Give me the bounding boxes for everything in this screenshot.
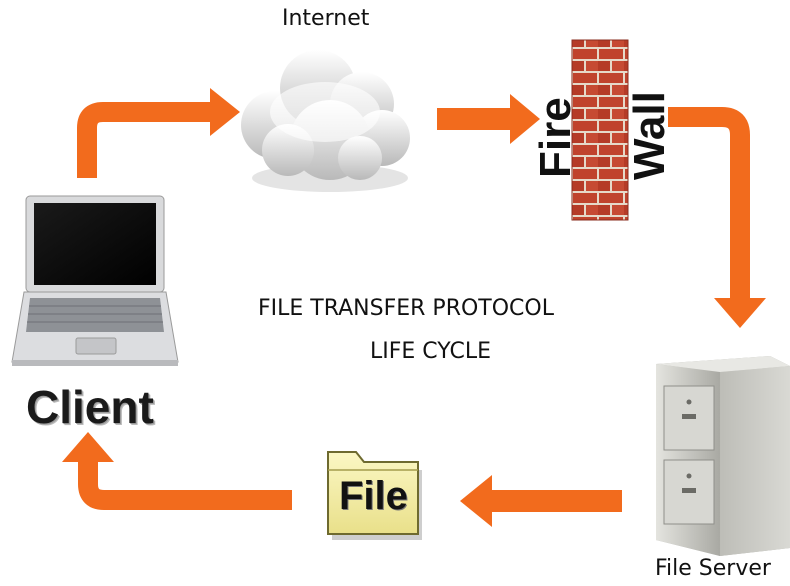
cloud-icon xyxy=(241,50,410,192)
arrow-file-to-client xyxy=(62,432,292,510)
client-label: Client xyxy=(26,381,154,433)
file-server-label: File Server xyxy=(655,556,771,581)
file-label: File xyxy=(339,474,408,518)
brick-wall-icon xyxy=(571,39,629,221)
arrow-client-to-internet xyxy=(77,88,240,178)
firewall-label-wall: Wall xyxy=(625,91,674,180)
laptop-icon xyxy=(11,195,179,366)
arrow-server-to-file xyxy=(460,475,622,527)
arrow-internet-to-firewall xyxy=(437,94,540,144)
file-cabinet-icon xyxy=(656,356,790,556)
arrow-firewall-to-server xyxy=(668,107,766,328)
folder-icon xyxy=(327,451,422,540)
diagram-title-line2: LIFE CYCLE xyxy=(370,339,492,364)
diagram-title-line1: FILE TRANSFER PROTOCOL xyxy=(258,296,554,321)
internet-label: Internet xyxy=(282,6,370,31)
firewall-label-fire: Fire xyxy=(531,97,580,178)
